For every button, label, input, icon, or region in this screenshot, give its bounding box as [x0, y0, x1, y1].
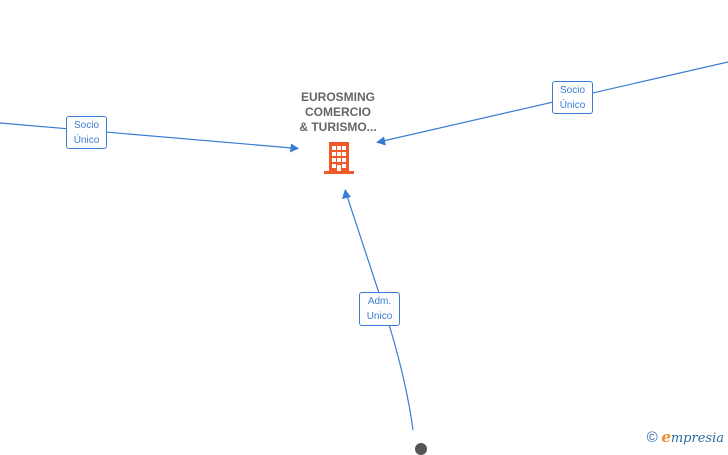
bottom-node[interactable]: [415, 443, 427, 455]
edge-label-bottom-line1: Adm.: [367, 296, 392, 307]
edge-label-left-line1: Socio: [73, 120, 99, 131]
company-name-line2: COMERCIO: [305, 105, 371, 119]
empresia-watermark: © empresia: [647, 428, 724, 446]
edge-left: [0, 122, 293, 149]
building-icon[interactable]: [322, 140, 356, 176]
edge-label-right[interactable]: Socio Único: [552, 81, 593, 114]
edge-label-right-line2: Único: [559, 100, 586, 111]
brand-e: e: [661, 428, 671, 446]
company-name-line1: EUROSMING: [300, 90, 375, 104]
edge-label-bottom[interactable]: Adm. Unico: [359, 292, 400, 326]
edge-right-arrowhead: [376, 136, 386, 146]
company-name[interactable]: EUROSMING COMERCIO & TURISMO...: [278, 90, 398, 135]
edge-label-left[interactable]: Socio Único: [66, 116, 107, 149]
edge-label-right-line1: Socio: [559, 85, 585, 96]
copyright-symbol: ©: [646, 429, 658, 446]
company-name-line3: & TURISMO...: [299, 120, 377, 134]
edge-left-arrowhead: [290, 143, 299, 153]
brand-rest: mpresia: [670, 431, 724, 446]
edge-label-bottom-line2: Unico: [366, 311, 393, 322]
edge-bottom-arrowhead: [342, 189, 351, 199]
edge-label-left-line2: Único: [73, 135, 100, 146]
